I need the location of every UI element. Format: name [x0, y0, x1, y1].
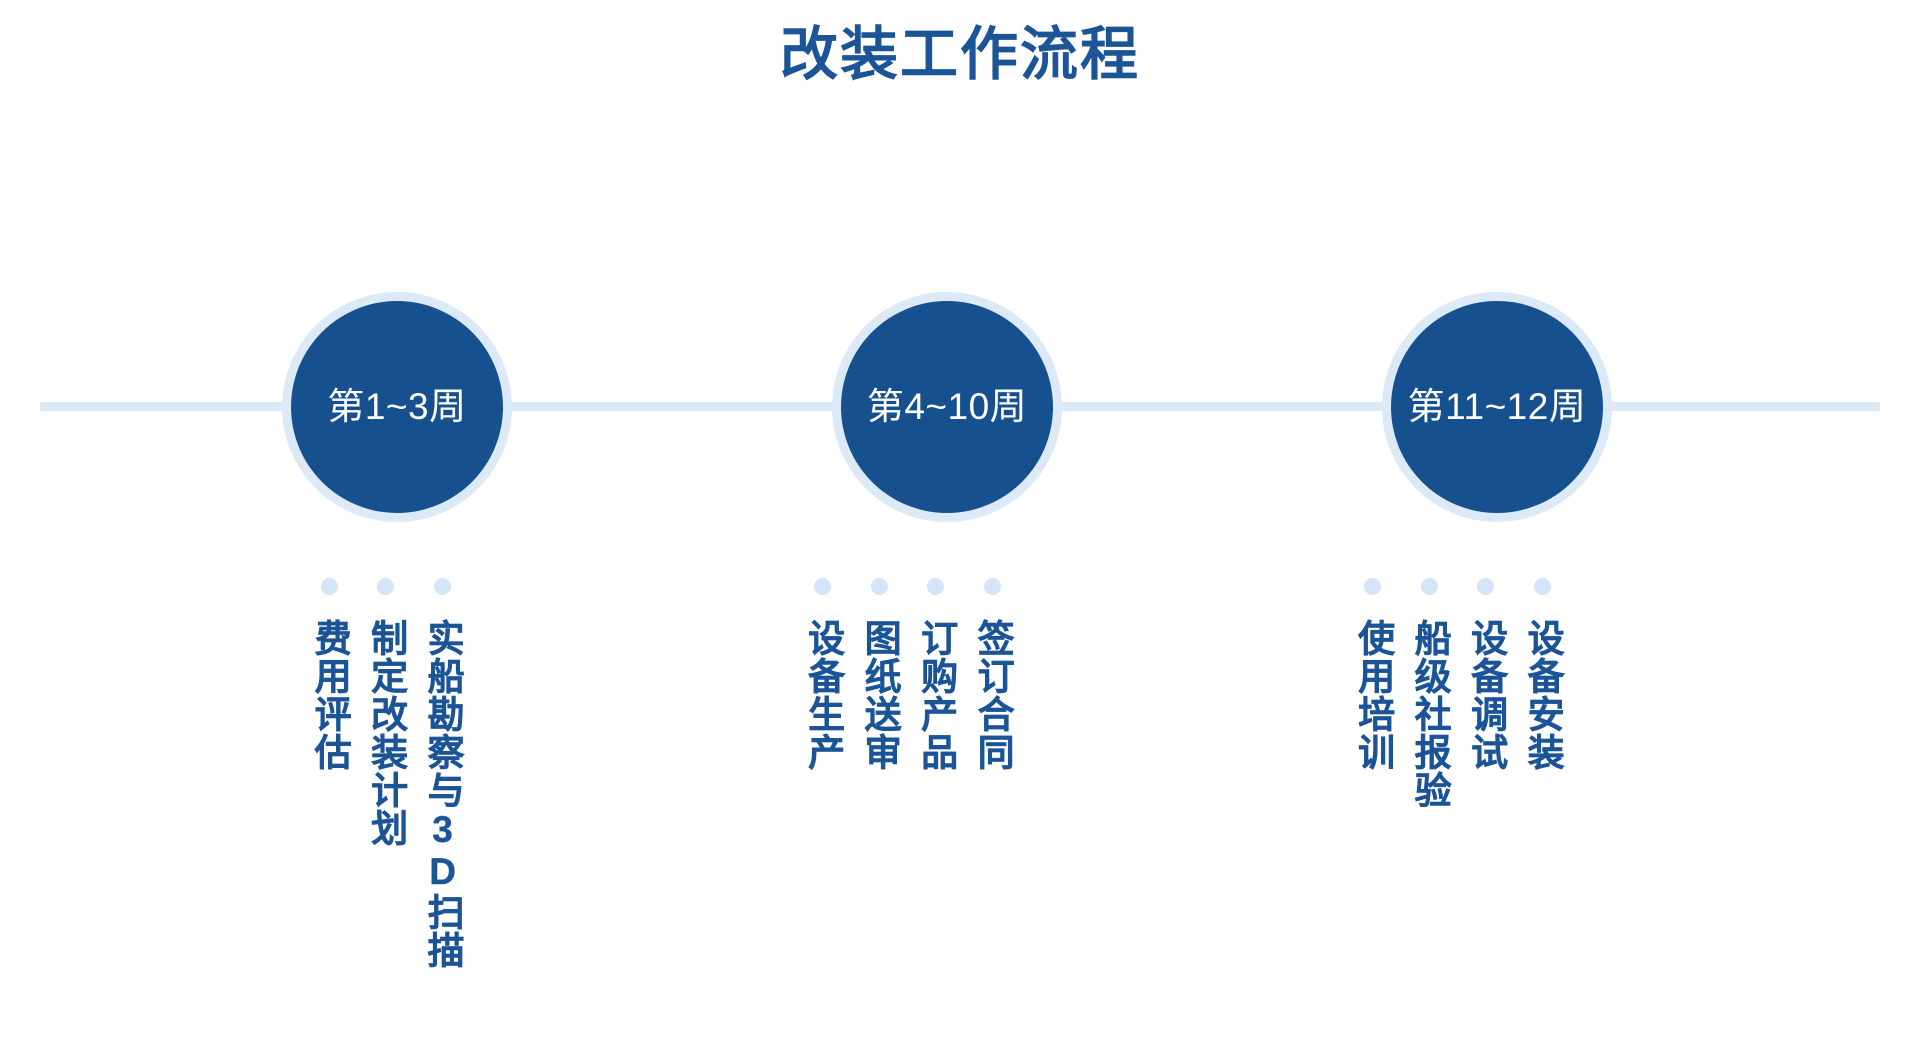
task-bullet-dot-icon: [1364, 578, 1381, 595]
task-bullet-dot-icon: [927, 578, 944, 595]
task-bullet-dot-icon: [1420, 578, 1438, 595]
stage-node-1[interactable]: 第1~3周: [291, 301, 503, 513]
task-label: 实船勘察与3D扫描: [422, 619, 464, 969]
task-item[interactable]: 订购产品: [915, 578, 957, 771]
task-bullet-dot-icon: [814, 578, 831, 595]
task-label: 船级社报验: [1409, 619, 1451, 809]
task-item[interactable]: 设备生产: [802, 578, 844, 771]
task-item[interactable]: 费用评估: [309, 578, 351, 771]
task-label: 签订合同: [972, 619, 1014, 771]
stage-node-3[interactable]: 第11~12周: [1391, 301, 1603, 513]
task-label: 费用评估: [309, 619, 351, 771]
task-label: 使用培训: [1352, 619, 1394, 771]
page-title: 改装工作流程: [779, 22, 1140, 87]
task-bullet-dot-icon: [377, 578, 394, 595]
task-bullet-dot-icon: [870, 578, 888, 595]
task-label: 制定改装计划: [365, 619, 407, 847]
task-item[interactable]: 设备调试: [1465, 578, 1507, 771]
task-bullet-dot-icon: [1533, 578, 1551, 595]
task-item[interactable]: 船级社报验: [1409, 578, 1451, 809]
task-label: 图纸送审: [859, 619, 901, 771]
stage-node-2[interactable]: 第4~10周: [841, 301, 1053, 513]
task-label: 设备安装: [1522, 619, 1564, 771]
task-label: 设备生产: [802, 619, 844, 771]
task-bullet-dot-icon: [983, 578, 1001, 595]
task-item[interactable]: 制定改装计划: [365, 578, 407, 847]
stage-node-label-1: 第1~3周: [327, 385, 467, 427]
stage-node-label-2: 第4~10周: [866, 385, 1028, 427]
task-item[interactable]: 使用培训: [1352, 578, 1394, 771]
task-item[interactable]: 设备安装: [1522, 578, 1564, 771]
stage-node-label-3: 第11~12周: [1407, 385, 1587, 427]
task-bullet-dot-icon: [433, 578, 451, 595]
task-item[interactable]: 签订合同: [972, 578, 1014, 771]
task-item[interactable]: 图纸送审: [859, 578, 901, 771]
task-item[interactable]: 实船勘察与3D扫描: [422, 578, 464, 969]
task-label: 订购产品: [915, 619, 957, 771]
task-bullet-dot-icon: [1477, 578, 1494, 595]
task-label: 设备调试: [1465, 619, 1507, 771]
task-bullet-dot-icon: [320, 578, 338, 595]
